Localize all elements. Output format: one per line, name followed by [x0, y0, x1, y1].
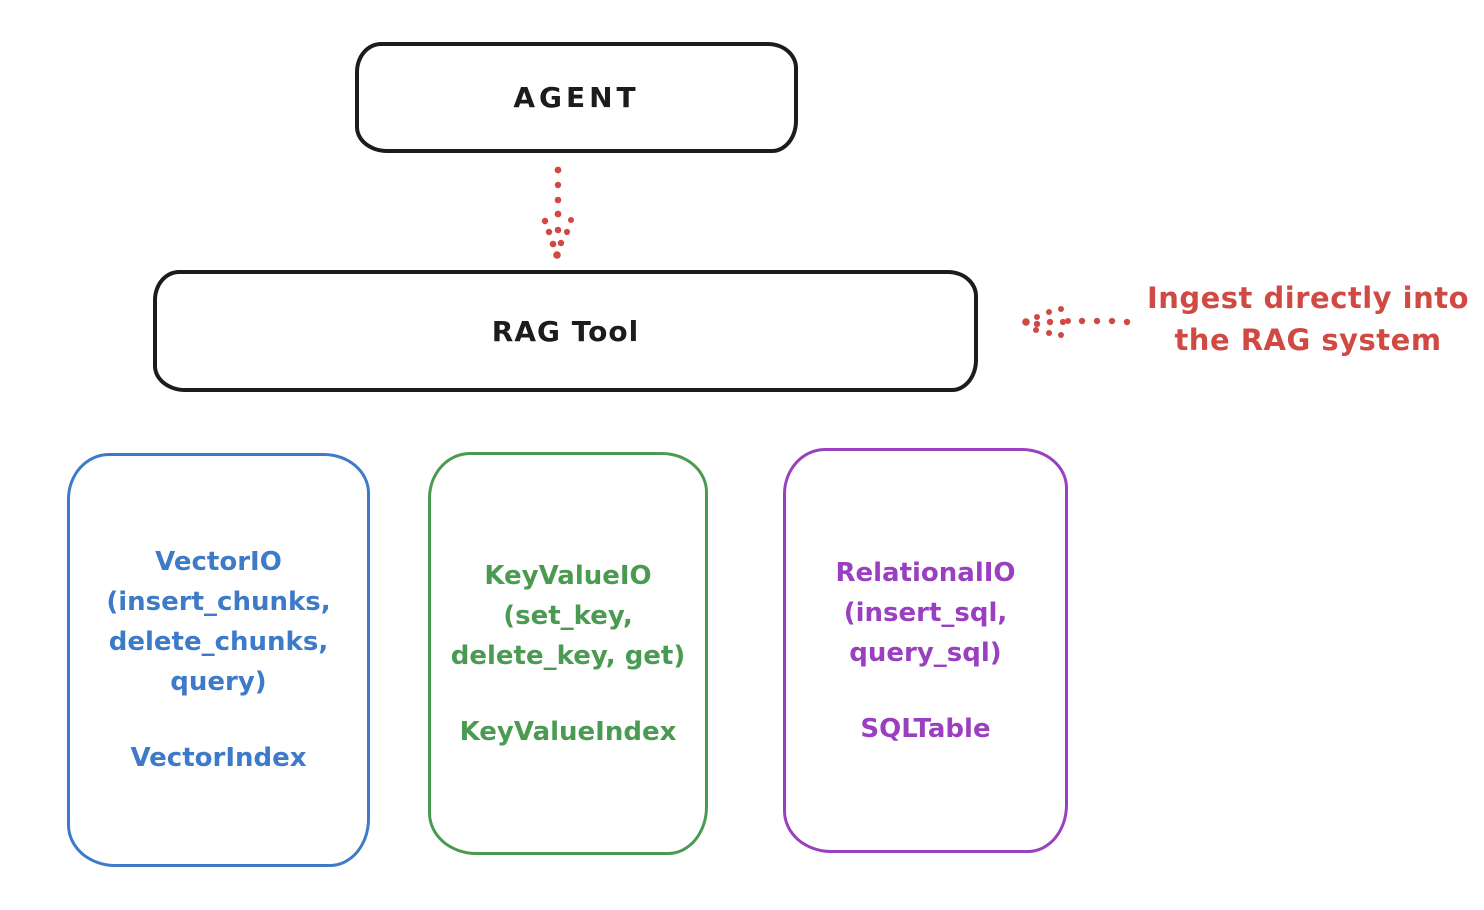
node-text-line: VectorIO — [155, 547, 282, 577]
node-footer-line: SQLTable — [860, 713, 991, 744]
agent-node: AGENT — [355, 42, 798, 153]
ingest-annotation-line1: Ingest directly into — [1146, 281, 1470, 315]
agent-to-rag-dotted-arrow-icon — [541, 166, 574, 259]
node-text-line: RelationalIO — [835, 557, 1016, 588]
rag-tool-node: RAG Tool — [153, 270, 978, 392]
ingest-annotation: Ingest directly into the RAG system — [1140, 277, 1476, 361]
keyvalue-io-node: KeyValueIO (set_key, delete_key, get) Ke… — [428, 452, 708, 855]
node-text-line: delete_chunks, — [108, 627, 329, 657]
agent-label: AGENT — [513, 81, 640, 114]
annotation-to-rag-dotted-arrow-icon — [1022, 306, 1131, 338]
node-text-line: (set_key, — [503, 600, 633, 631]
node-text-line: KeyValueIO — [484, 560, 652, 591]
node-text-line: delete_key, get) — [450, 640, 686, 671]
node-text-line: query) — [170, 667, 267, 697]
node-text-line: (insert_chunks, — [106, 587, 331, 617]
vector-io-node: VectorIO (insert_chunks, delete_chunks, … — [67, 453, 370, 867]
ingest-annotation-line2: the RAG system — [1174, 323, 1442, 357]
relational-io-node: RelationalIO (insert_sql, query_sql) SQL… — [783, 448, 1068, 853]
node-text-line: (insert_sql, — [843, 597, 1008, 628]
node-footer-line: VectorIndex — [130, 743, 307, 773]
node-text-line: query_sql) — [849, 637, 1002, 668]
rag-tool-label: RAG Tool — [491, 314, 640, 348]
node-footer-line: KeyValueIndex — [459, 716, 677, 747]
